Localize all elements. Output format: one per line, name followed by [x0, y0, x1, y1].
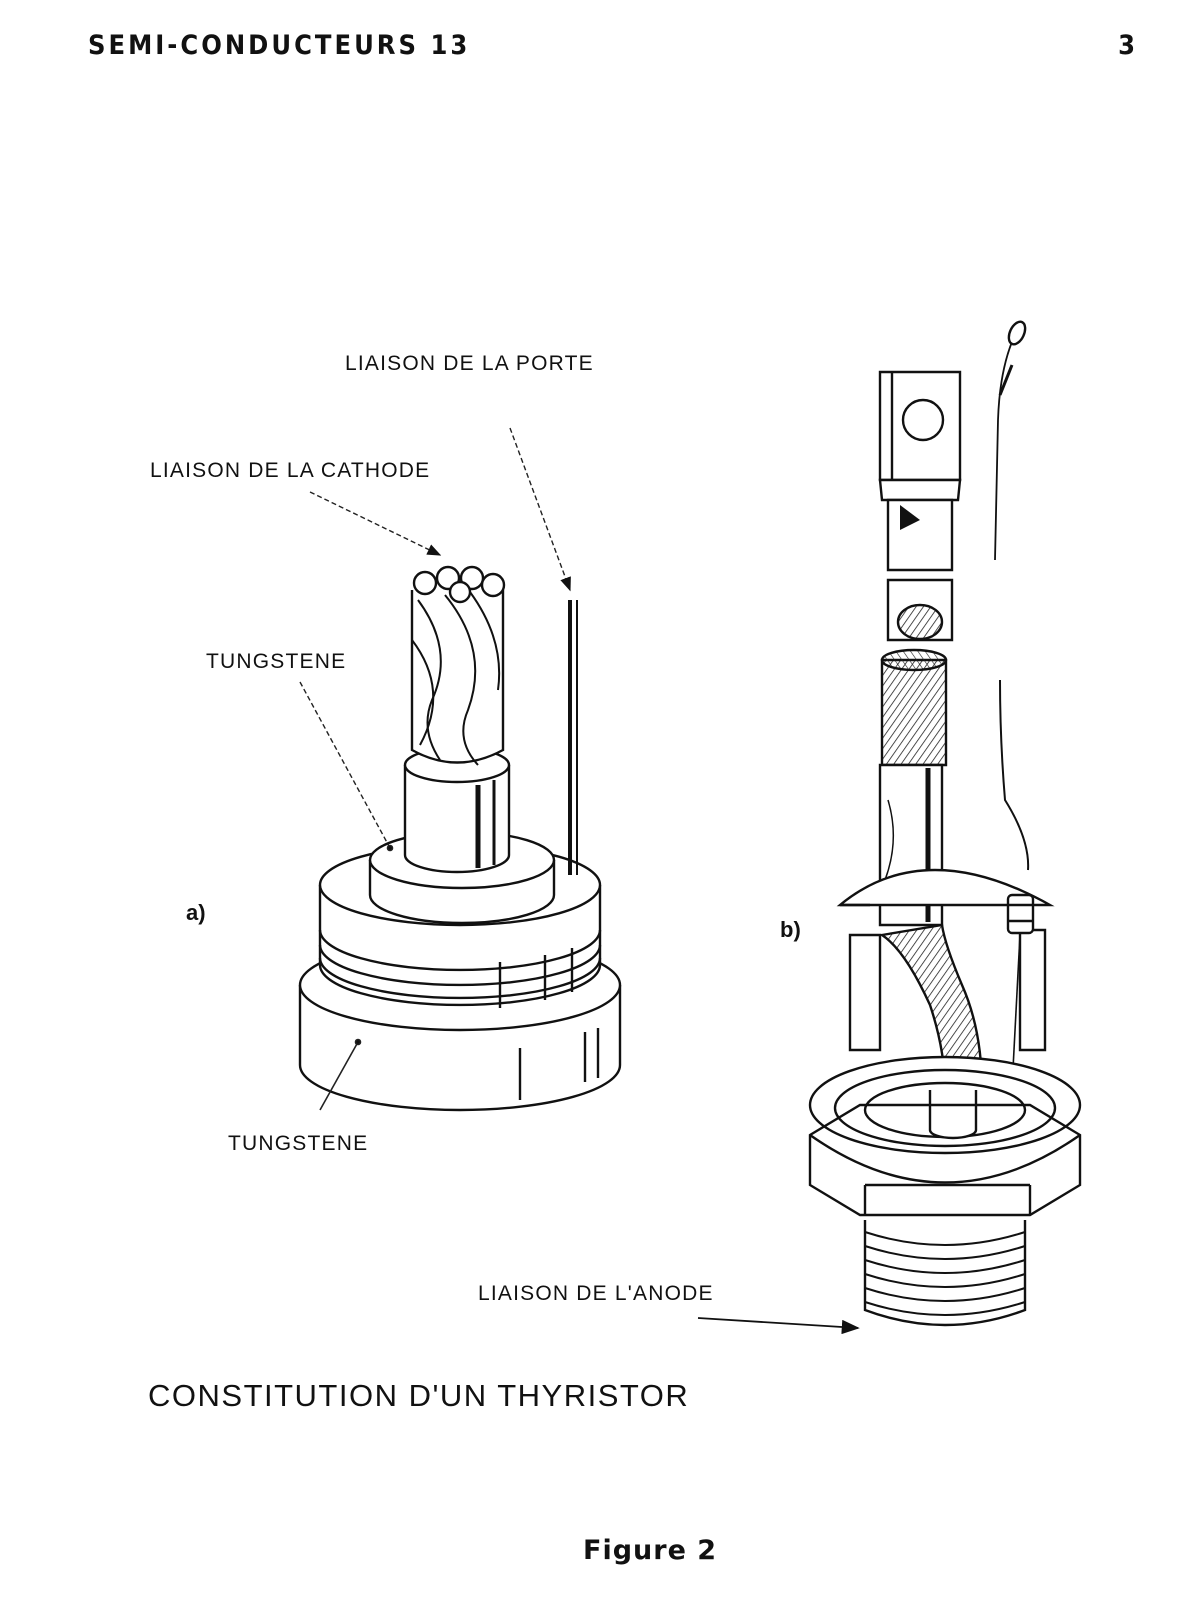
panel-a-label: a) — [186, 900, 206, 925]
tungsten-bottom-callout-line — [319, 1041, 359, 1111]
panel-b-drawing — [808, 320, 1082, 1327]
cathode-connection-label: LIAISON DE LA CATHODE — [150, 459, 430, 482]
page-number: 3 — [1118, 30, 1138, 61]
anode-connection-label: LIAISON DE L'ANODE — [478, 1282, 714, 1305]
page-header-title: SEMI-CONDUCTEURS 13 — [88, 30, 471, 61]
gate-callout-line — [509, 427, 571, 592]
tungsten-top-label: TUNGSTENE — [206, 650, 346, 673]
braided-cable-upper — [880, 658, 948, 767]
panel-b-label: b) — [780, 917, 801, 942]
tungsten-top-callout-line — [299, 681, 391, 849]
gate-connection-label: LIAISON DE LA PORTE — [345, 352, 594, 375]
anode-callout-line — [697, 1317, 860, 1335]
figure-caption: CONSTITUTION D'UN THYRISTOR — [148, 1378, 690, 1413]
figure-number: Figure 2 — [583, 1535, 718, 1566]
tungsten-bottom-label: TUNGSTENE — [228, 1132, 368, 1155]
cathode-cable — [410, 590, 505, 764]
gate-lead — [994, 324, 1021, 561]
panel-a-drawing — [298, 565, 622, 1112]
cathode-sleeve — [403, 765, 511, 874]
hex-nut — [808, 1103, 1082, 1217]
cathode-callout-line — [309, 491, 442, 556]
